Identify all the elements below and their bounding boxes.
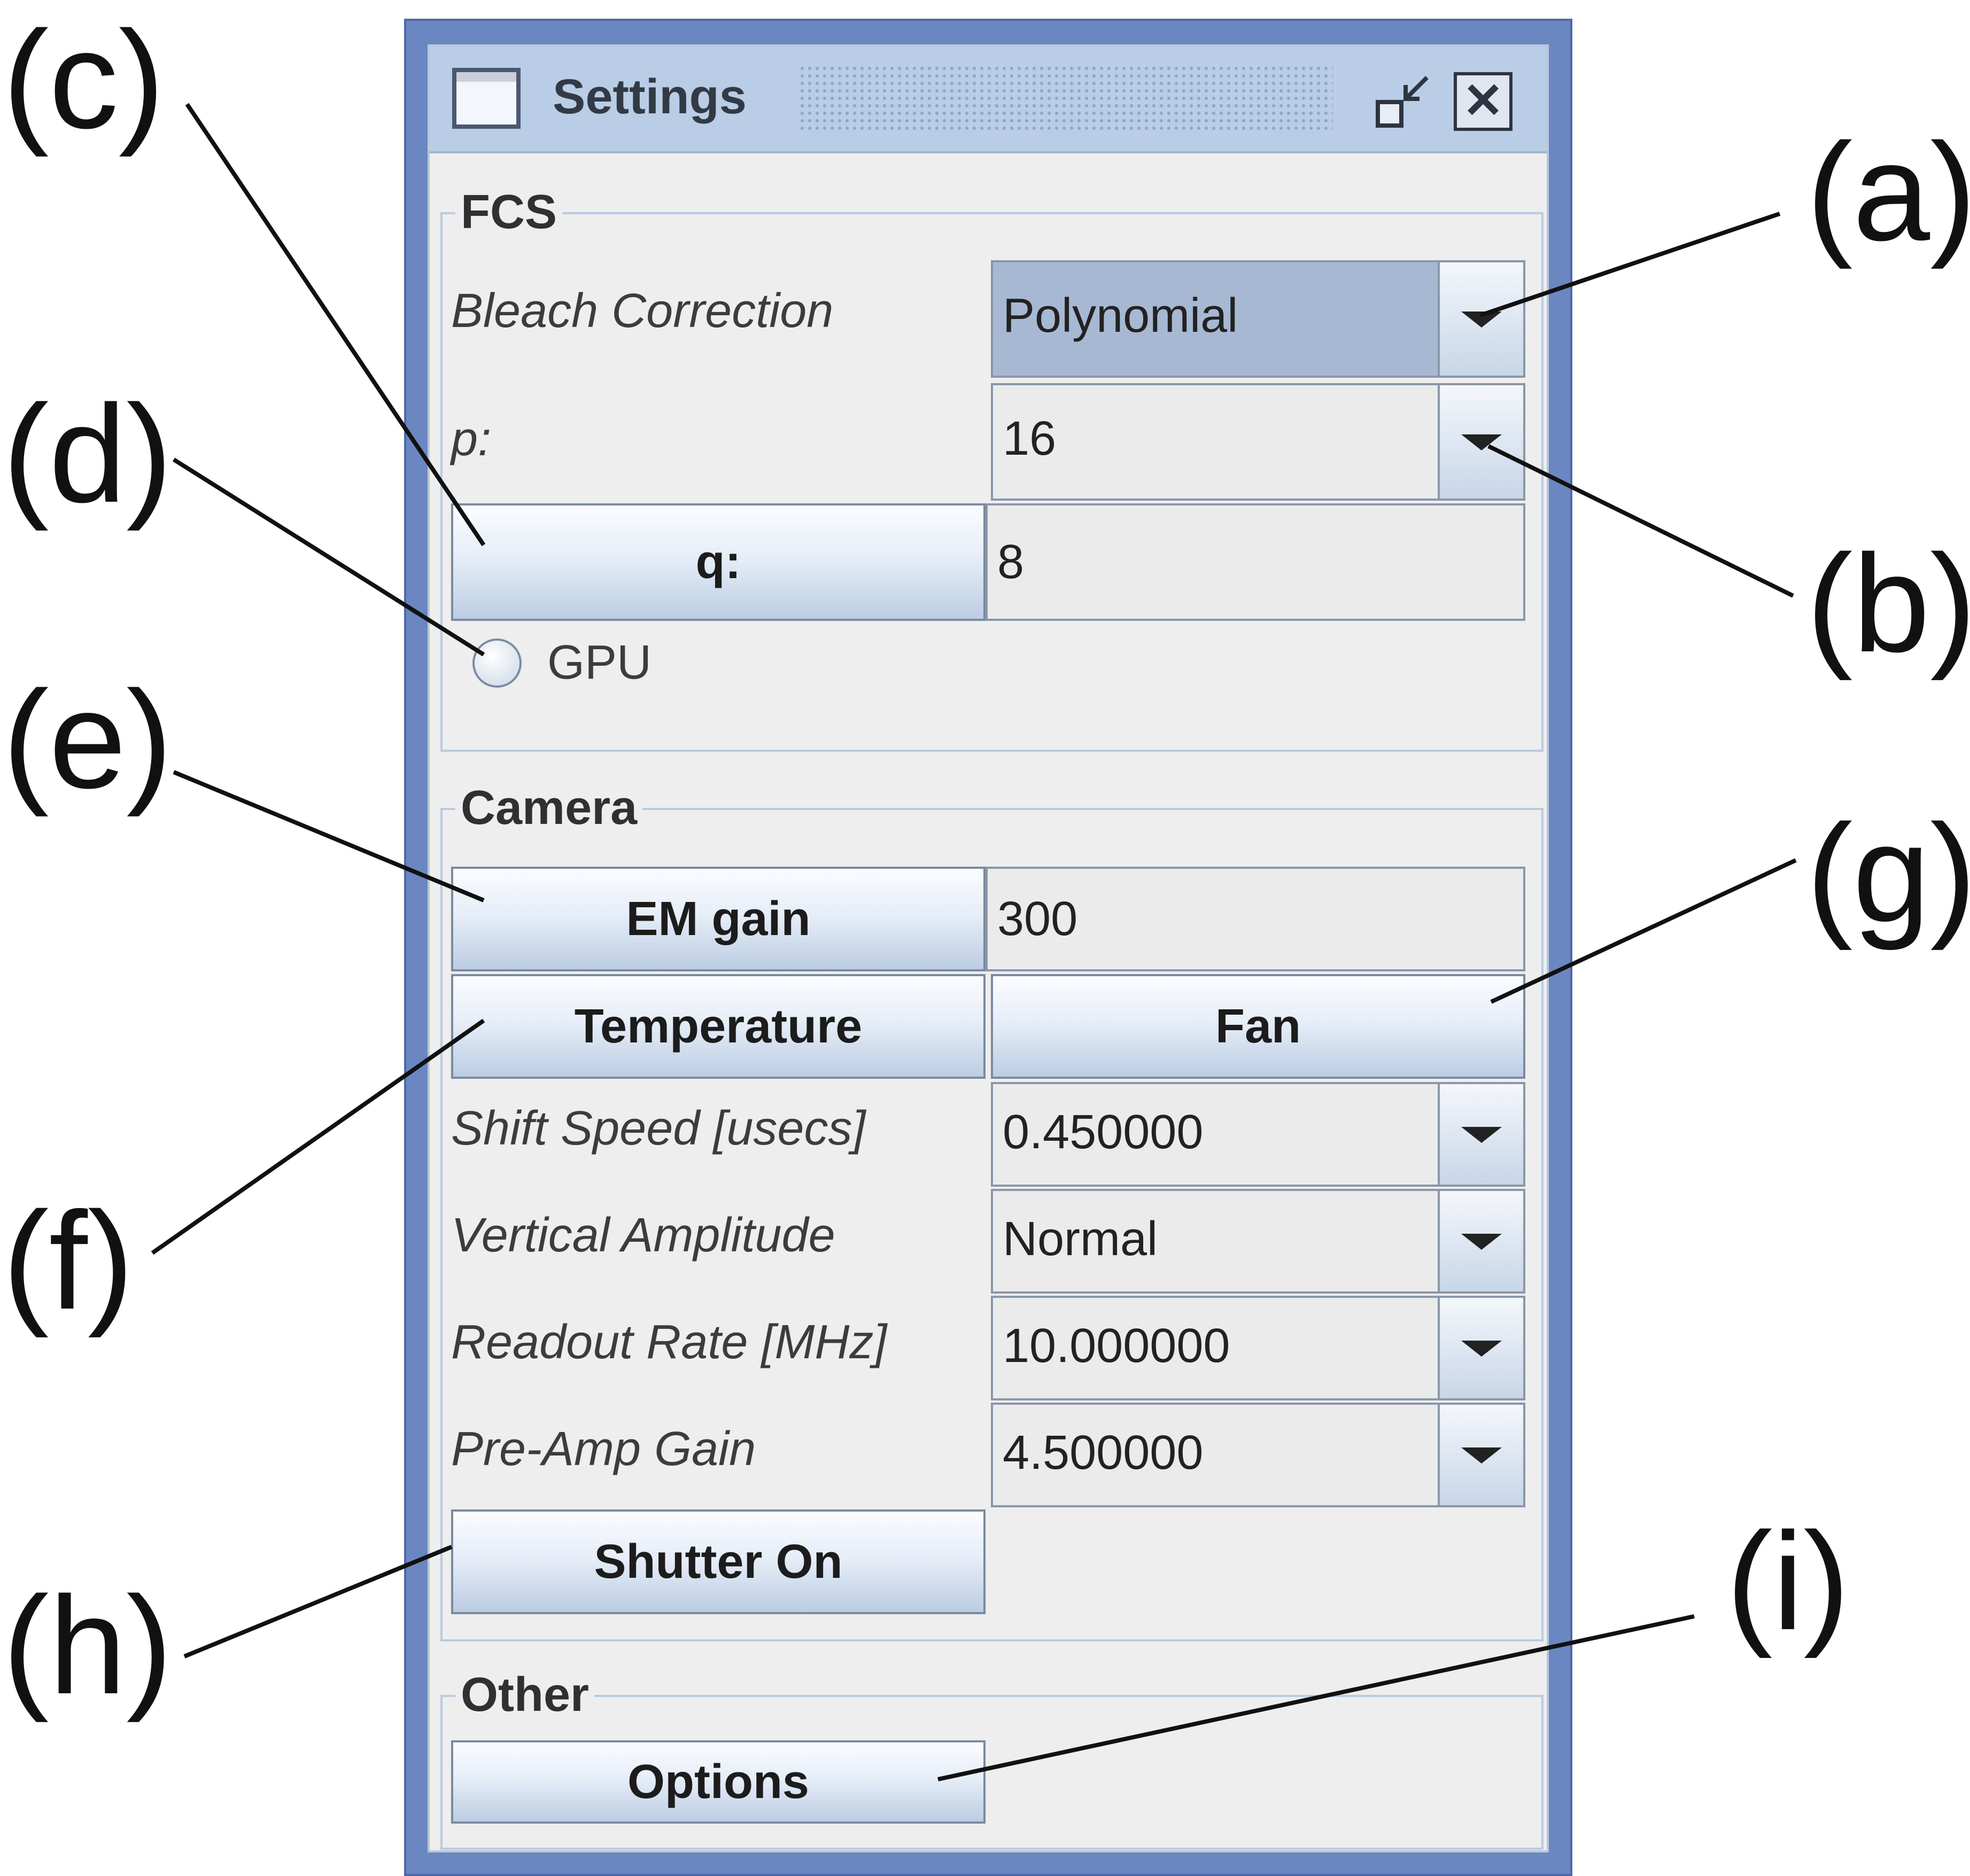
callout-a: (a) <box>1806 115 1970 270</box>
em-gain-button[interactable]: EM gain <box>451 867 986 971</box>
options-button[interactable]: Options <box>451 1740 986 1824</box>
window-icon <box>452 68 521 129</box>
callout-d: (d) <box>3 377 173 532</box>
gpu-radio[interactable] <box>472 639 522 688</box>
dropdown-arrow-icon[interactable] <box>1438 1405 1523 1505</box>
shutter-on-button[interactable]: Shutter On <box>451 1509 986 1614</box>
settings-window-body: Settings ✕ FCS Bleach Correction Polynom… <box>428 44 1549 1852</box>
vertical-amplitude-value: Normal <box>1003 1212 1158 1266</box>
callout-f: (f) <box>3 1184 134 1338</box>
bleach-correction-label: Bleach Correction <box>451 284 834 338</box>
dropdown-arrow-icon[interactable] <box>1438 262 1523 376</box>
q-button[interactable]: q: <box>451 503 986 621</box>
callout-h: (h) <box>3 1568 173 1723</box>
preamp-gain-value: 4.500000 <box>1003 1426 1204 1480</box>
p-value: 16 <box>1003 412 1057 465</box>
preamp-gain-dropdown[interactable]: 4.500000 <box>991 1403 1525 1507</box>
close-icon[interactable]: ✕ <box>1454 72 1513 131</box>
callout-c: (c) <box>3 3 165 158</box>
dropdown-arrow-icon[interactable] <box>1438 1298 1523 1398</box>
bleach-correction-dropdown[interactable]: Polynomial <box>991 260 1525 378</box>
other-group-title: Other <box>455 1668 595 1722</box>
fcs-group-title: FCS <box>455 185 562 239</box>
callout-b: (b) <box>1806 526 1970 681</box>
p-dropdown[interactable]: 16 <box>991 383 1525 501</box>
shift-speed-label: Shift Speed [usecs] <box>451 1102 866 1155</box>
shift-speed-value: 0.450000 <box>1003 1106 1204 1159</box>
bleach-correction-value: Polynomial <box>1003 289 1238 342</box>
gpu-label: GPU <box>547 636 652 689</box>
vertical-amplitude-dropdown[interactable]: Normal <box>991 1189 1525 1294</box>
fan-button[interactable]: Fan <box>991 974 1525 1079</box>
shift-speed-dropdown[interactable]: 0.450000 <box>991 1082 1525 1187</box>
vertical-amplitude-label: Vertical Amplitude <box>451 1209 835 1262</box>
settings-window: Settings ✕ FCS Bleach Correction Polynom… <box>404 19 1572 1876</box>
preamp-gain-label: Pre-Amp Gain <box>451 1422 756 1476</box>
title-bar[interactable]: Settings ✕ <box>430 46 1547 153</box>
readout-rate-label: Readout Rate [MHz] <box>451 1315 887 1369</box>
em-gain-field[interactable]: 300 <box>986 867 1525 971</box>
callout-g: (g) <box>1806 796 1970 951</box>
dropdown-arrow-icon[interactable] <box>1438 385 1523 499</box>
dropdown-arrow-icon[interactable] <box>1438 1191 1523 1291</box>
readout-rate-dropdown[interactable]: 10.000000 <box>991 1296 1525 1400</box>
window-title: Settings <box>553 69 747 124</box>
restore-icon[interactable] <box>1374 72 1432 131</box>
temperature-button[interactable]: Temperature <box>451 974 986 1079</box>
title-bar-grip <box>798 65 1333 131</box>
p-label: p: <box>451 412 492 466</box>
readout-rate-value: 10.000000 <box>1003 1319 1230 1373</box>
dropdown-arrow-icon[interactable] <box>1438 1084 1523 1185</box>
q-field[interactable]: 8 <box>986 503 1525 621</box>
callout-i: (i) <box>1726 1504 1850 1659</box>
camera-group-title: Camera <box>455 781 643 835</box>
callout-e: (e) <box>3 663 173 818</box>
